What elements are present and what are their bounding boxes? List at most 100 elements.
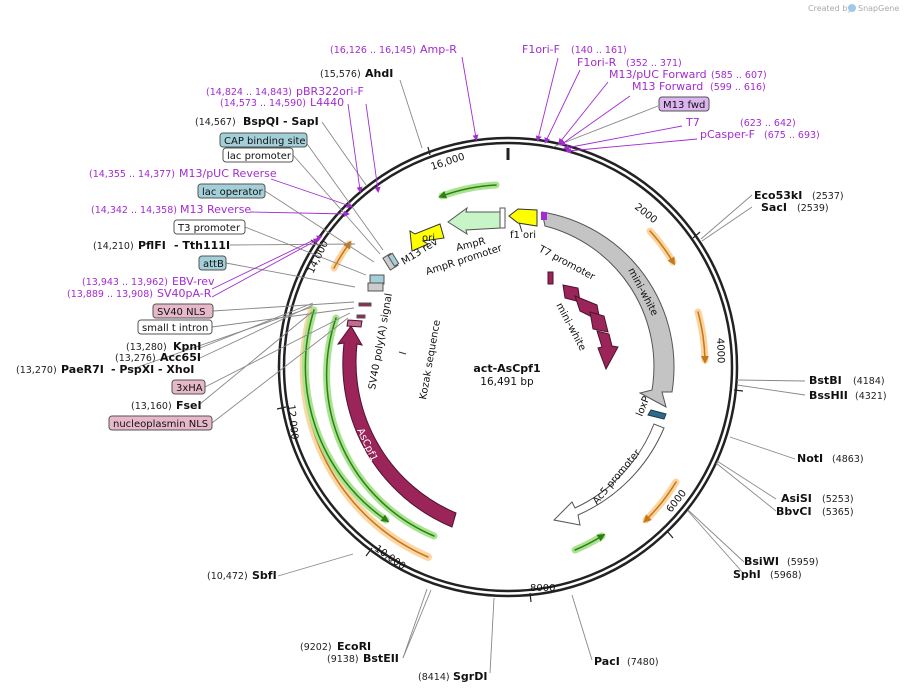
brand-text: SnapGene — [858, 4, 899, 13]
ac5-promoter-feature[interactable] — [552, 423, 665, 526]
m13pucrev-primer-pos: (14,355 .. 14,377) — [89, 169, 175, 180]
m13-fwd-box[interactable] — [658, 96, 710, 112]
small-t-intron-label: small t intron — [142, 323, 208, 334]
acc65i-pos: (13,276) — [115, 353, 156, 364]
cap-binding-site-label: CAP binding site — [224, 136, 306, 147]
saci-pos: (2539) — [797, 203, 829, 214]
xhoi-label[interactable]: - XhoI — [158, 363, 194, 376]
backbone-outer-ring — [277, 136, 739, 598]
3xha-label: 3xHA — [176, 383, 203, 394]
left-feature-bars[interactable] — [356, 252, 400, 319]
noti-label[interactable]: NotI — [797, 452, 823, 465]
ampr-primer-pos: (16,126 .. 16,145) — [330, 45, 416, 56]
sphi-label[interactable]: SphI — [733, 568, 761, 581]
sbfi-label[interactable]: SbfI — [252, 569, 277, 582]
small-t-intron-box[interactable] — [137, 319, 213, 335]
ascpf1-nls-marks — [346, 319, 363, 328]
bsiwi-label[interactable]: BsiWI — [744, 555, 779, 568]
tick-8000: 8000 — [530, 583, 555, 594]
pcasper-primer-pos: (675 .. 693) — [764, 130, 820, 141]
l4440-primer-pos: (14,573 .. 14,590) — [220, 98, 306, 109]
mini-white-exons[interactable] — [547, 271, 619, 371]
paer7i-label[interactable]: PaeR7I — [61, 363, 104, 376]
sgrdi-pos: (8414) — [418, 672, 450, 683]
ampr-feature[interactable] — [447, 206, 501, 236]
pbr322-primer-label[interactable]: pBR322ori-F — [296, 85, 364, 98]
bstbi-pos: (4184) — [853, 376, 885, 387]
acc65i-label[interactable]: Acc65I — [160, 351, 201, 364]
saci-label[interactable]: SacI — [761, 201, 787, 214]
f1orir-primer-label[interactable]: F1ori-R — [577, 56, 617, 69]
f1-primer-mark — [541, 212, 547, 220]
credit-text: Created by — [808, 4, 852, 13]
sbfi-pos: (10,472) — [207, 571, 248, 582]
ampr-primer-label[interactable]: Amp-R — [420, 43, 457, 56]
m13fwd-primer-pos: (599 .. 616) — [710, 82, 766, 93]
noti-pos: (4863) — [832, 454, 864, 465]
t7-primer-label[interactable]: T7 — [685, 116, 700, 129]
f1orif-primer-label[interactable]: F1ori-F — [522, 43, 560, 56]
sv40-nls-box[interactable] — [152, 303, 214, 319]
bsteii-label[interactable]: BstEII — [363, 652, 399, 665]
pflfi-pos: (14,210) — [93, 241, 134, 252]
t3-promoter-label: T3 promoter — [177, 223, 241, 234]
eco53ki-label[interactable]: Eco53kI — [754, 189, 802, 202]
sphi-pos: (5968) — [770, 570, 802, 581]
feature-leader-lines — [204, 105, 659, 424]
bsshii-pos: (4321) — [855, 391, 887, 402]
bsshii-label[interactable]: BssHII — [809, 389, 848, 402]
tth111i-label[interactable]: - Tth111I — [174, 239, 230, 252]
lac-operator-box[interactable] — [197, 183, 266, 199]
plasmid-size: 16,491 bp — [480, 376, 534, 388]
bbvci-label[interactable]: BbvCI — [776, 505, 812, 518]
ahdi-label[interactable]: AhdI — [365, 67, 393, 80]
sv40-nls-label: SV40 NLS — [157, 307, 206, 318]
m13puc-primer-label[interactable]: M13/pUC Forward — [609, 68, 707, 81]
f1-ori-label: f1 ori — [510, 230, 536, 241]
pflfi-label[interactable]: PflFI — [138, 239, 166, 252]
loxp-feature[interactable] — [647, 409, 667, 420]
sapi-label[interactable]: - SapI — [283, 115, 319, 128]
3xha-box[interactable] — [171, 379, 206, 395]
sv40pa-primer-label[interactable]: SV40pA-R — [157, 287, 212, 300]
ampr-promoter-feature[interactable] — [499, 207, 506, 229]
l4440-primer-label[interactable]: L4440 — [310, 96, 344, 109]
nucleoplasmin-nls-box[interactable] — [108, 415, 213, 431]
ori-feature[interactable] — [409, 223, 445, 252]
kozak-label: Kozak sequence — [418, 319, 443, 400]
kpni-label[interactable]: KpnI — [173, 340, 201, 353]
m13fwd-primer-label[interactable]: M13 Forward — [632, 80, 703, 93]
paci-pos: (7480) — [627, 657, 659, 668]
t3-promoter-box[interactable] — [173, 219, 246, 235]
f1-ori-feature[interactable] — [508, 208, 538, 227]
m13rev-primer-label[interactable]: M13 Reverse — [180, 203, 251, 216]
cap-binding-site-box[interactable] — [219, 132, 308, 148]
ori-label: ori — [422, 233, 435, 244]
m13pucrev-primer-label[interactable]: M13/pUC Reverse — [179, 167, 277, 180]
pcasper-primer-label[interactable]: pCasper-F — [700, 128, 755, 141]
mini-white-feature[interactable] — [541, 211, 675, 408]
eco53ki-pos: (2537) — [812, 191, 844, 202]
pspxi-label[interactable]: - PspXI — [111, 363, 154, 376]
m13rev-primer-pos: (14,342 .. 14,358) — [91, 205, 177, 216]
paci-label[interactable]: PacI — [594, 655, 620, 668]
sgrdi-label[interactable]: SgrDI — [453, 670, 487, 683]
snapgene-logo-icon — [848, 4, 856, 12]
fsei-label[interactable]: FseI — [176, 399, 202, 412]
ebv-primer-label[interactable]: EBV-rev — [172, 275, 215, 288]
ac5-promoter-label: Ac5 promoter — [591, 447, 644, 507]
fsei-pos: (13,160) — [131, 401, 172, 412]
asisi-pos: (5253) — [822, 494, 854, 505]
sv40pa-primer-pos: (13,889 .. 13,908) — [67, 289, 153, 300]
lac-operator-label: lac operator — [202, 187, 263, 198]
bstbi-label[interactable]: BstBI — [809, 374, 842, 387]
attb-box[interactable] — [198, 255, 227, 271]
enzyme-leader-lines — [131, 79, 806, 674]
ecori-label[interactable]: EcoRI — [337, 640, 371, 653]
primer-leader-lines — [211, 56, 698, 298]
bspqi-label[interactable]: BspQI — [243, 115, 279, 128]
tick-12000: 12,000 — [285, 404, 300, 440]
lac-promoter-box[interactable] — [222, 147, 294, 163]
asisi-label[interactable]: AsiSI — [781, 492, 812, 505]
